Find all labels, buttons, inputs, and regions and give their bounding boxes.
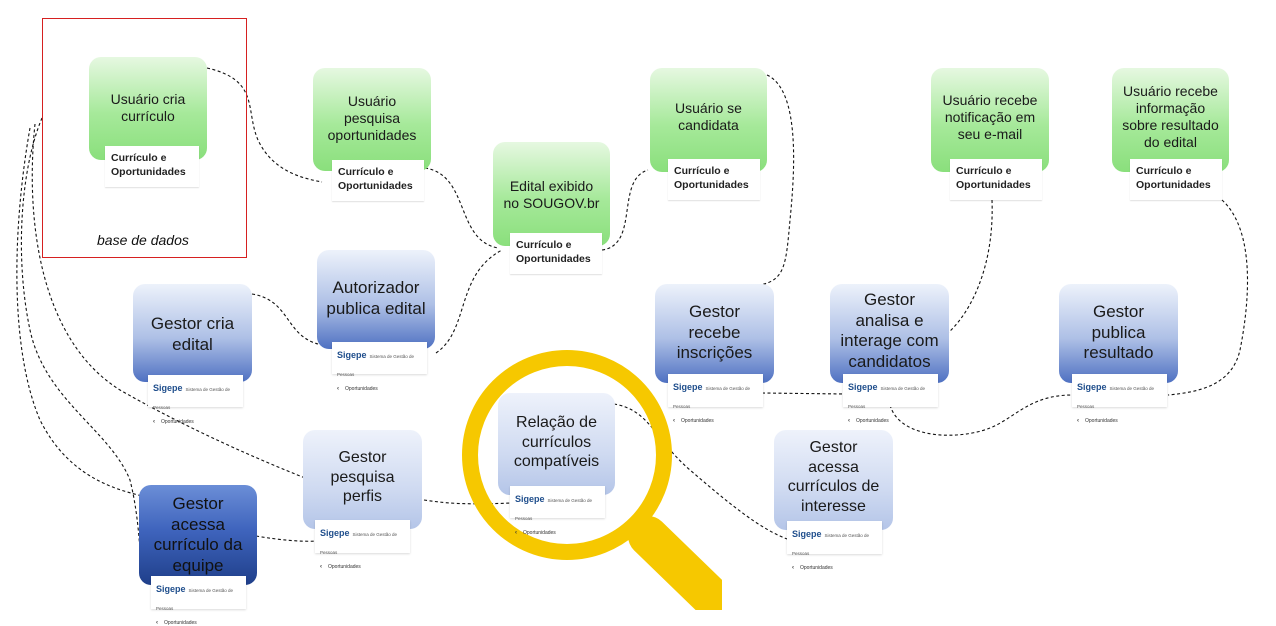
link-db-to-team — [20, 117, 143, 581]
link-team-to-profiles — [255, 535, 321, 542]
link-list-to-interest — [613, 403, 791, 541]
link-result-to-publish — [1167, 199, 1248, 396]
link-receive-to-analyze — [761, 392, 846, 395]
link-create-to-authorize — [251, 293, 319, 345]
database-label: base de dados — [97, 232, 189, 248]
database-box — [42, 18, 247, 258]
link-analyze-to-publish — [889, 394, 1073, 436]
link-apply-to-receive — [759, 74, 795, 286]
connector-lines — [16, 67, 1248, 581]
link-search-to-notice — [424, 167, 499, 249]
magnifier-icon — [462, 350, 722, 610]
link-profiles-to-list — [423, 499, 513, 505]
link-authorize-to-notice — [435, 249, 503, 354]
link-notice-to-apply — [601, 169, 649, 251]
link-cv-to-search — [206, 67, 323, 183]
